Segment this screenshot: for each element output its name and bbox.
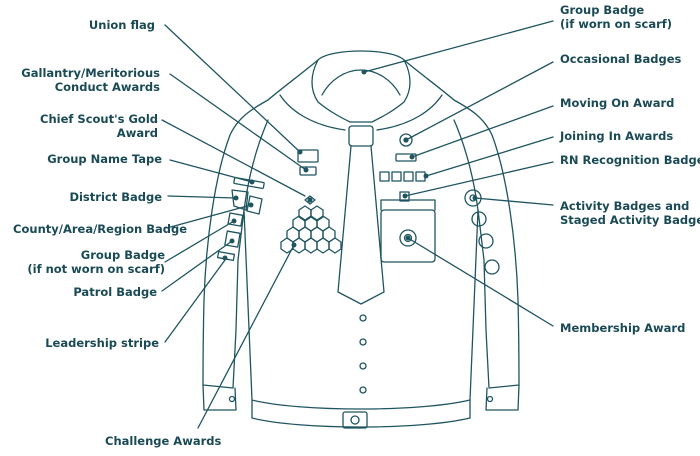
- label-group-name-tape: Group Name Tape: [47, 152, 162, 166]
- label-union-flag: Union flag: [88, 18, 155, 32]
- label-gallantry: Gallantry/Meritorious Conduct Awards: [21, 66, 160, 94]
- label-group-badge-scarf: Group Badge (if worn on scarf): [560, 3, 673, 31]
- label-chief-scout: Chief Scout's Gold Award: [40, 112, 158, 140]
- label-moving-on: Moving On Award: [560, 96, 675, 110]
- label-membership-award: Membership Award: [560, 321, 686, 335]
- shirt-outline: [202, 59, 520, 410]
- label-joining-in: Joining In Awards: [560, 129, 674, 143]
- label-district-badge: District Badge: [69, 190, 162, 204]
- label-patrol-badge: Patrol Badge: [73, 285, 157, 299]
- leader-lines-right: [363, 20, 554, 327]
- label-county-badge: County/Area/Region Badge: [13, 222, 187, 236]
- label-occasional-badges: Occasional Badges: [560, 52, 682, 66]
- right-cuff: [485, 384, 520, 411]
- left-cuff: [202, 384, 237, 411]
- label-group-badge-not-scarf: Group Badge (if not worn on scarf): [27, 248, 165, 276]
- label-rn-recognition: RN Recognition Badge*: [560, 153, 700, 167]
- leader-lines-left: [161, 24, 307, 429]
- challenge-hexes: [280, 205, 342, 254]
- waistband: [251, 399, 471, 428]
- label-challenge-awards: Challenge Awards: [105, 434, 222, 448]
- scarf-collar: [311, 50, 411, 123]
- label-leadership-stripe: Leadership stripe: [45, 336, 159, 350]
- label-activity-badges: Activity Badges and Staged Activity Badg…: [560, 199, 700, 227]
